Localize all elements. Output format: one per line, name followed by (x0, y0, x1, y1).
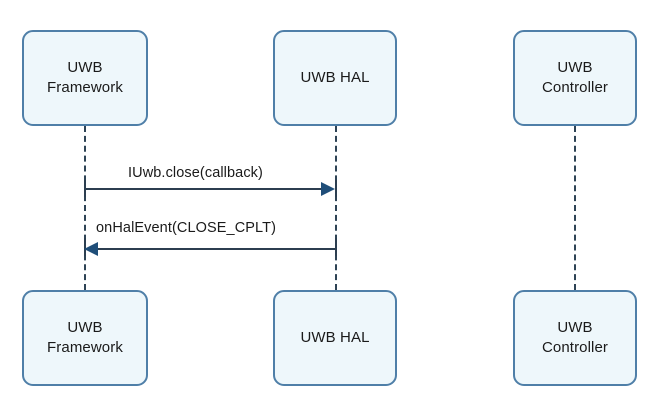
participant-box-hal-top[interactable]: UWB HAL (273, 30, 397, 126)
lifeline-hal (335, 126, 337, 290)
participant-box-framework-bottom[interactable]: UWB Framework (22, 290, 148, 386)
message-source-cap-close-cplt-event (335, 238, 337, 256)
participant-box-framework-top[interactable]: UWB Framework (22, 30, 148, 126)
participant-box-hal-bottom[interactable]: UWB HAL (273, 290, 397, 386)
lifeline-framework (84, 126, 86, 290)
message-label-close-cplt-event: onHalEvent(CLOSE_CPLT) (96, 220, 277, 236)
participant-box-controller-bottom[interactable]: UWB Controller (513, 290, 637, 386)
message-label-close-call: IUwb.close(callback) (128, 165, 263, 181)
lifeline-controller (574, 126, 576, 290)
arrow-head-left-close-cplt-event (84, 242, 98, 256)
participant-label-controller-top: UWB Controller (541, 59, 609, 96)
participant-label-hal-bottom: UWB HAL (300, 329, 370, 347)
participant-label-controller-bottom: UWB Controller (541, 319, 609, 356)
arrow-head-right-close-call (321, 182, 335, 196)
message-target-cap-close-call (335, 180, 337, 197)
message-arrow-close-cplt-event (86, 248, 335, 250)
message-arrow-close-call (84, 188, 333, 190)
participant-label-framework-bottom: UWB Framework (47, 319, 123, 356)
participant-label-framework-top: UWB Framework (47, 59, 123, 96)
participant-label-hal-top: UWB HAL (300, 69, 370, 87)
participant-box-controller-top[interactable]: UWB Controller (513, 30, 637, 126)
